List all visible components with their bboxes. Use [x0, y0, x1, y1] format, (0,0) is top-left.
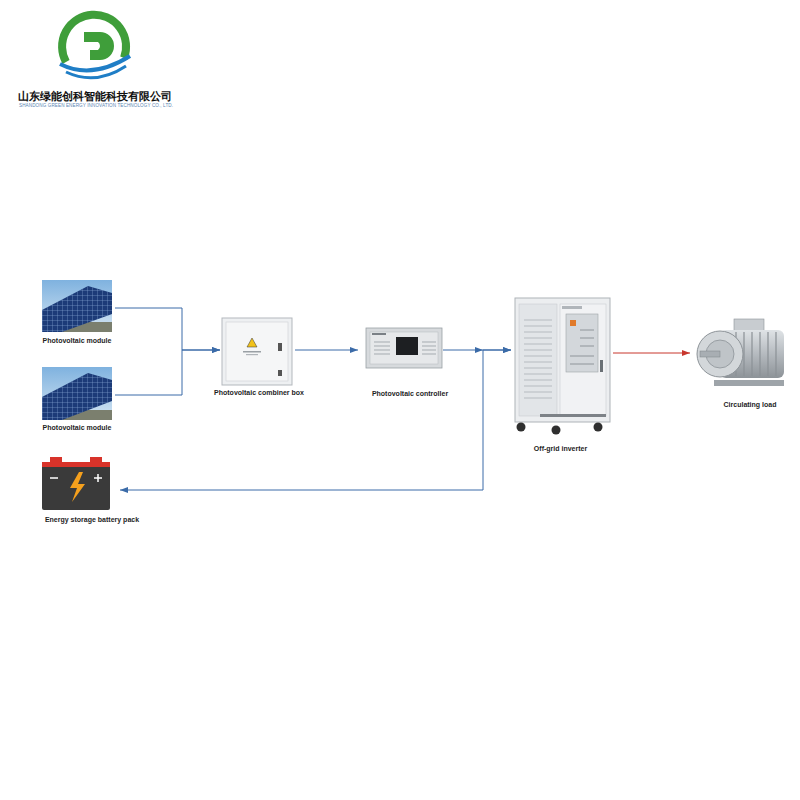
- device-node: Photovoltaic module: [42, 280, 112, 332]
- node-caption: Circulating load: [724, 400, 777, 409]
- connector-arrow: [613, 353, 690, 354]
- device-node: Off-grid inverter: [515, 298, 610, 432]
- node-caption: Photovoltaic module: [43, 423, 112, 432]
- company-name: 山东绿能创科智能科技有限公司: [18, 90, 172, 102]
- device-node: Circulating load: [698, 319, 786, 388]
- device-node: Photovoltaic module: [42, 367, 112, 420]
- node-caption: Photovoltaic combiner box: [214, 388, 304, 397]
- company-logo: [60, 15, 130, 78]
- combiner-box-picture: [222, 318, 292, 385]
- motor-picture: [697, 319, 784, 386]
- node-caption: Energy storage battery pack: [45, 515, 139, 524]
- connector-arrow: [115, 308, 220, 350]
- connector-arrow: [443, 350, 511, 351]
- connector-arrow: [115, 350, 220, 395]
- logo-arc: [62, 15, 126, 62]
- connector-arrow: [120, 350, 511, 490]
- connector-arrow: [295, 350, 358, 351]
- controller-picture: [366, 328, 442, 368]
- company-name-english: SHANDONG GREEN ENERGY INNOVATION TECHNOL…: [19, 103, 173, 109]
- logo-letter: [84, 32, 114, 60]
- inverter-cabinet-picture: [515, 298, 610, 435]
- node-caption: Off-grid inverter: [534, 444, 587, 453]
- junction-arrowhead: [475, 347, 483, 353]
- device-node: Photovoltaic combiner box: [222, 318, 292, 385]
- battery-picture: [42, 457, 110, 510]
- node-caption: Photovoltaic module: [43, 336, 112, 345]
- node-caption: Photovoltaic controller: [372, 389, 448, 398]
- logo-wave: [66, 66, 126, 78]
- device-node: Photovoltaic controller: [366, 328, 442, 368]
- device-node: Energy storage battery pack: [42, 457, 110, 510]
- solar-panel-picture: [42, 367, 112, 420]
- solar-panel-picture: [42, 280, 112, 332]
